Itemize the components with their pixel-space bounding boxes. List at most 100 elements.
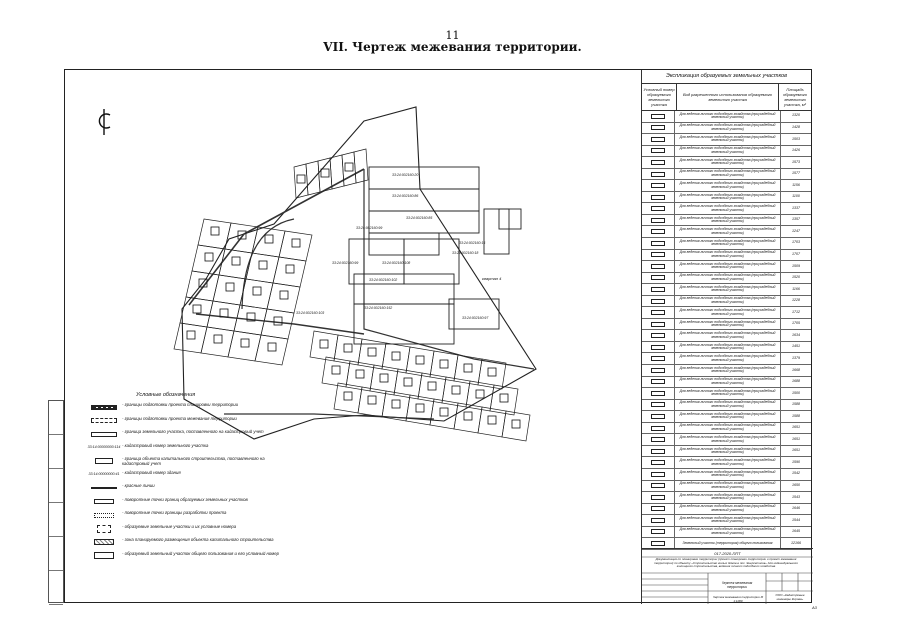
building	[279, 290, 289, 300]
building	[391, 351, 401, 361]
row-area: 1509	[792, 263, 800, 268]
table-row: Для ведения личного подсобного хозяйства…	[642, 399, 811, 412]
row-symbol	[642, 238, 675, 249]
row-area: 1166	[792, 286, 800, 291]
cadastral-label: 33:24:002160:102	[369, 278, 397, 282]
row-area: 1542	[792, 471, 800, 476]
cadastral-label: 33:24:002160:85	[406, 216, 432, 220]
row-use: Для ведения личного подсобного хозяйства…	[675, 226, 781, 238]
legend-symbol-icon	[88, 497, 120, 507]
row-area: 1588	[792, 402, 800, 407]
row-area: 1588	[792, 413, 800, 418]
row-area: 1451	[792, 344, 800, 349]
header-number: Условный номер образуемого земельного уч…	[642, 84, 677, 110]
legend-symbol-icon	[88, 456, 120, 466]
row-area: 1645	[792, 529, 800, 534]
building	[463, 411, 473, 421]
plot	[272, 256, 307, 288]
plot	[353, 148, 369, 184]
table-row: Для ведения личного подсобного хозяйства…	[642, 422, 811, 435]
table-row: Земельный участок (территория) общего по…	[642, 538, 811, 550]
table-row: Для ведения личного подсобного хозяйства…	[642, 445, 811, 458]
building	[252, 286, 262, 296]
row-use: Для ведения личного подсобного хозяйства…	[675, 214, 781, 226]
header-area: Площадь образуемого земельного участка, …	[783, 87, 807, 107]
table-row: Для ведения личного подсобного хозяйства…	[642, 365, 811, 377]
row-symbol	[642, 422, 675, 434]
row-symbol	[642, 341, 675, 353]
plot-symbol-icon	[651, 136, 665, 142]
legend-title: Условные обозначения	[136, 392, 196, 398]
row-area: 1646	[792, 506, 800, 511]
building	[344, 162, 354, 172]
table-row: Для ведения личного подсобного хозяйства…	[642, 272, 811, 285]
row-area: 1712	[792, 309, 800, 314]
row-area: 1320	[792, 113, 800, 118]
building	[463, 363, 473, 373]
organization: ООО «Кадастровые инженеры Кирова»	[775, 593, 805, 601]
plot-symbol-icon	[651, 159, 665, 165]
plot-symbol-icon	[651, 229, 665, 235]
row-use: Для ведения личного подсобного хозяйства…	[675, 388, 781, 399]
cadastral-label: 33:24:002160:97	[462, 316, 489, 320]
building	[267, 342, 277, 352]
plot-symbol-icon	[651, 437, 665, 443]
header-use: Вид разрешенного использования образуемо…	[677, 84, 779, 110]
cadastral-map: 33:24:002160:20 33:24:002160:86 33:24:00…	[98, 106, 537, 442]
building	[343, 343, 353, 353]
row-use: Для ведения личного подсобного хозяйства…	[675, 111, 781, 122]
building	[240, 338, 250, 348]
row-use: Для ведения личного подсобного хозяйства…	[675, 353, 781, 365]
building	[331, 365, 341, 375]
row-symbol	[642, 538, 675, 549]
row-symbol	[642, 226, 675, 238]
table-row: Для ведения личного подсобного хозяйства…	[642, 457, 811, 469]
legend-item: - образуемый земельный участок общего по…	[88, 551, 288, 565]
row-area: 1577	[792, 171, 800, 176]
page-title: VII. Чертеж межевания территории.	[323, 40, 582, 54]
building	[439, 407, 449, 417]
building	[439, 359, 449, 369]
row-use: Для ведения личного подсобного хозяйства…	[675, 272, 781, 284]
building	[475, 389, 485, 399]
table-row: Для ведения личного подсобного хозяйства…	[642, 318, 811, 331]
table-row: Для ведения личного подсобного хозяйства…	[642, 168, 811, 181]
plot-symbol-icon	[651, 402, 665, 408]
building	[319, 339, 329, 349]
plot-symbol-icon	[651, 333, 665, 339]
plot-symbol-icon	[651, 494, 665, 500]
row-symbol	[642, 249, 675, 261]
row-use: Для ведения личного подсобного хозяйства…	[675, 434, 781, 445]
row-use: Для ведения личного подсобного хозяйства…	[675, 168, 781, 180]
legend-item: 33:14:00000000:41- кадастровый номер зда…	[88, 470, 288, 484]
cadastral-label: 33:24:002160:99	[356, 226, 382, 230]
row-symbol	[642, 168, 675, 180]
building	[403, 377, 413, 387]
plot	[278, 230, 313, 262]
row-symbol	[642, 214, 675, 226]
table-row: Для ведения личного подсобного хозяйства…	[642, 526, 811, 539]
table-title: Экспликация образуемых земельных участко…	[642, 70, 811, 84]
building	[273, 316, 283, 326]
table-row: Для ведения личного подсобного хозяйства…	[642, 111, 811, 123]
row-use: Для ведения личного подсобного хозяйства…	[675, 295, 781, 307]
table-row: Для ведения личного подсобного хозяйства…	[642, 468, 811, 481]
title-block: 017-2020-ППТ Документация по планировке …	[641, 548, 813, 604]
row-use: Для ведения личного подсобного хозяйства…	[675, 191, 781, 203]
table-row: Для ведения личного подсобного хозяйства…	[642, 191, 811, 204]
building	[296, 174, 306, 184]
legend-text: - кадастровый номер здания	[122, 469, 181, 475]
row-use: Для ведения личного подсобного хозяйства…	[675, 284, 781, 295]
row-area: 1688	[792, 379, 800, 384]
row-symbol	[642, 122, 675, 134]
sheet-name: Чертеж межевания территории	[721, 581, 753, 589]
row-use: Для ведения личного подсобного хозяйства…	[675, 330, 781, 341]
table-row: Для ведения личного подсобного хозяйства…	[642, 480, 811, 493]
row-use: Для ведения личного подсобного хозяйства…	[675, 457, 781, 468]
legend-text: - поворотные точки границы разработки пр…	[122, 510, 227, 515]
plot-symbol-icon	[651, 460, 665, 466]
plot-symbol-icon	[651, 529, 665, 535]
building	[204, 252, 214, 262]
row-area: 1156	[792, 182, 800, 187]
row-use: Для ведения личного подсобного хозяйства…	[675, 145, 781, 157]
